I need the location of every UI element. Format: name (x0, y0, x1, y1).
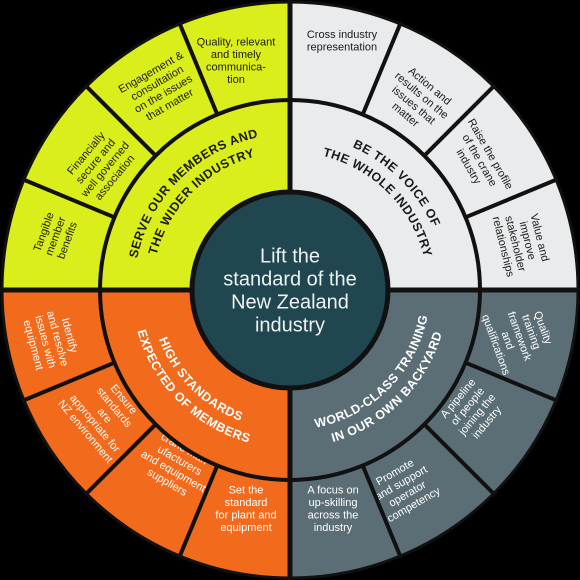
ring-border (98, 98, 482, 482)
segment-wedge (424, 362, 557, 494)
segment-divider (83, 422, 158, 497)
segment-label-line: across the (308, 509, 359, 521)
segment-label: Promoteand supportoperatorcompetency (366, 452, 443, 525)
segment-label-line: and (499, 330, 517, 351)
segment-divider (464, 177, 559, 220)
segment-label-line: Set the (229, 484, 264, 496)
segment-divider (422, 422, 497, 497)
segment-divider (83, 83, 158, 158)
ring-band-voice (290, 100, 480, 290)
ring-band-standards (100, 290, 290, 480)
segment-wedge (362, 424, 494, 557)
segment-label: Value andimprovestakeholderrelationships (490, 206, 553, 278)
ring-band-serve (100, 100, 290, 290)
segment-label-line: tion (227, 74, 245, 86)
segment-wedge (23, 362, 156, 494)
segment-label-line: equipment (220, 522, 271, 534)
segment-label-line: communica- (206, 61, 266, 73)
segment-divider (21, 177, 116, 220)
segment-wedge (362, 23, 494, 156)
center-circle (189, 189, 391, 391)
segment-wedge (424, 86, 557, 218)
segment-divider (177, 464, 220, 559)
segment-divider (21, 360, 116, 403)
center-title-line: industry (255, 315, 325, 337)
ring-band-training (290, 290, 480, 480)
segment-label-line: A focus on (307, 484, 358, 496)
segment-label-line: Cross industry (307, 29, 378, 41)
segment-label-line: up-skilling (309, 497, 358, 509)
segment-label-line: for plant and (215, 509, 276, 521)
segment-label-line: and timely (211, 49, 262, 61)
segment-label-line: industry (314, 522, 353, 534)
segment-wedge (86, 23, 218, 156)
segment-label-line: Quality, relevant (197, 36, 276, 48)
segment-divider (360, 464, 403, 559)
segment-wedge (23, 86, 156, 218)
segment-label-line: representation (307, 41, 377, 53)
segment-divider (464, 360, 559, 403)
segment-label-line: standard (225, 497, 268, 509)
center-title-line: New Zealand (231, 292, 349, 314)
segment-divider (422, 83, 497, 158)
center-title-line: Lift the (260, 246, 320, 268)
segment-divider (177, 21, 220, 116)
segment-divider (360, 21, 403, 116)
center-title-line: standard of the (223, 269, 356, 291)
segment-wedge (86, 424, 218, 557)
